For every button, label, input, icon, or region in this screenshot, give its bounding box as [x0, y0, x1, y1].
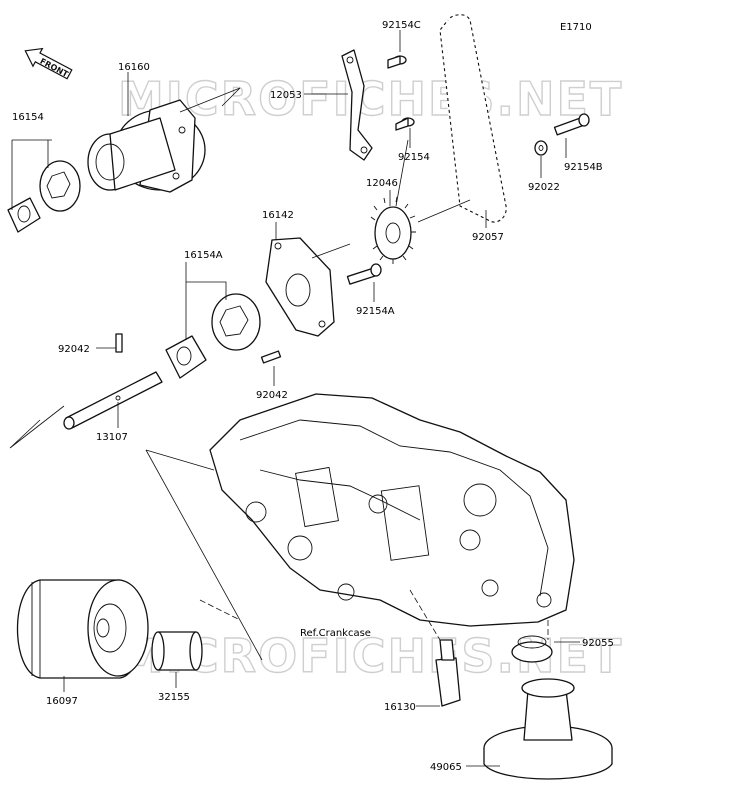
label-16160: 16160 — [118, 62, 150, 73]
oil-filter — [16, 579, 149, 679]
bolt-92154 — [395, 117, 415, 131]
alignment-line-filter — [199, 599, 241, 621]
bolt-92154a — [346, 263, 382, 285]
label-92154a: 92154A — [356, 306, 395, 317]
label-92042-left: 92042 — [58, 344, 90, 355]
dowel-pin-right — [260, 350, 282, 364]
oil-strainer-collar — [511, 635, 553, 663]
ref-crankcase-label: Ref.Crankcase — [300, 628, 371, 639]
bolt-92154b — [553, 113, 590, 136]
label-16130: 16130 — [384, 702, 416, 713]
bolt-92154c — [387, 55, 407, 69]
label-92154b: 92154B — [564, 162, 603, 173]
oil-pump-housing — [87, 99, 206, 193]
label-92154: 92154 — [398, 152, 430, 163]
label-16142: 16142 — [262, 210, 294, 221]
oil-pump-sprocket — [370, 196, 416, 264]
filter-mount-sleeve — [151, 631, 203, 671]
guide-lines — [9, 87, 471, 661]
pump-shaft — [63, 371, 163, 430]
diagram-code: E1710 — [560, 22, 592, 33]
oil-strainer — [483, 678, 613, 780]
drive-chain — [438, 13, 508, 224]
label-92057: 92057 — [472, 232, 504, 243]
label-92154c: 92154C — [382, 20, 421, 31]
chain-guide-bracket — [341, 49, 373, 161]
dowel-pin-left — [115, 333, 123, 353]
label-92022: 92022 — [528, 182, 560, 193]
rotor-set-lower — [165, 293, 261, 379]
label-92042-right: 92042 — [256, 390, 288, 401]
label-49065: 49065 — [430, 762, 462, 773]
label-92055: 92055 — [582, 638, 614, 649]
label-16154: 16154 — [12, 112, 44, 123]
label-12053: 12053 — [270, 90, 302, 101]
label-13107: 13107 — [96, 432, 128, 443]
washer-92022 — [534, 140, 548, 156]
crankcase-reference — [209, 393, 575, 627]
alignment-line-switch — [409, 589, 441, 641]
front-arrow-icon: FRONT — [24, 47, 73, 80]
label-32155: 32155 — [158, 692, 190, 703]
label-16154a: 16154A — [184, 250, 223, 261]
rotor-set-upper — [7, 160, 81, 233]
oil-pump-cover — [265, 237, 335, 337]
leader-lines — [11, 30, 580, 767]
watermark-top: MICROFICHES.NET — [118, 72, 623, 126]
label-16097: 16097 — [46, 696, 78, 707]
oil-pressure-switch — [435, 639, 461, 707]
label-12046: 12046 — [366, 178, 398, 189]
